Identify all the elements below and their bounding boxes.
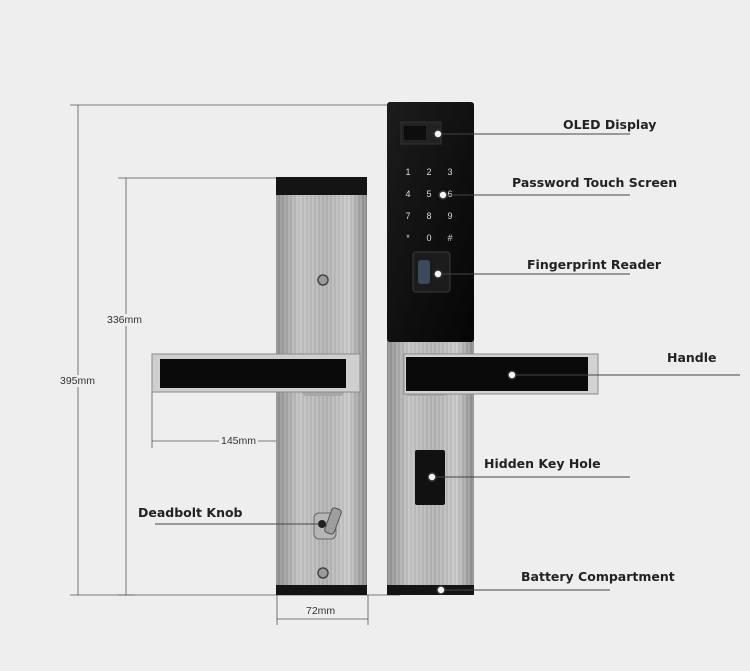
hidden-key-hole-label: Hidden Key Hole: [484, 456, 601, 471]
keypad-key: #: [447, 233, 452, 243]
keypad-key: 0: [426, 233, 431, 243]
overall-height-label: 395mm: [60, 375, 96, 387]
keypad-key: 3: [447, 167, 452, 177]
panel-width-label: 72mm: [306, 605, 336, 617]
outer-handle: [403, 353, 599, 396]
handle-length-label: 145mm: [219, 435, 259, 447]
oled-display-label: OLED Display: [563, 117, 657, 132]
handle-label: Handle: [667, 350, 717, 365]
outer-panel: [387, 102, 474, 595]
keypad-key: 1: [405, 167, 410, 177]
keypad-key: 2: [426, 167, 431, 177]
keypad-key: *: [406, 233, 410, 243]
keypad-key: 4: [405, 189, 410, 199]
keypad-key: 6: [447, 189, 452, 199]
inner-handle: [151, 353, 361, 396]
password-touch-screen-label: Password Touch Screen: [512, 175, 678, 190]
fingerprint-reader-label: Fingerprint Reader: [527, 257, 662, 272]
leader-lines: [155, 133, 740, 591]
deadbolt-knob-label: Deadbolt Knob: [138, 505, 243, 520]
keypad-key: 8: [426, 211, 431, 221]
keypad-key: 7: [405, 211, 410, 221]
battery-compartment-label: Battery Compartment: [521, 569, 675, 584]
deadbolt-knob-drawing: [313, 507, 342, 540]
keypad-key: 5: [426, 189, 431, 199]
keypad-key: 9: [447, 211, 452, 221]
panel-height-label: 336mm: [107, 314, 143, 326]
keypad: 1 2 3 4 5 6 7 8 9 * 0 #: [405, 167, 452, 243]
